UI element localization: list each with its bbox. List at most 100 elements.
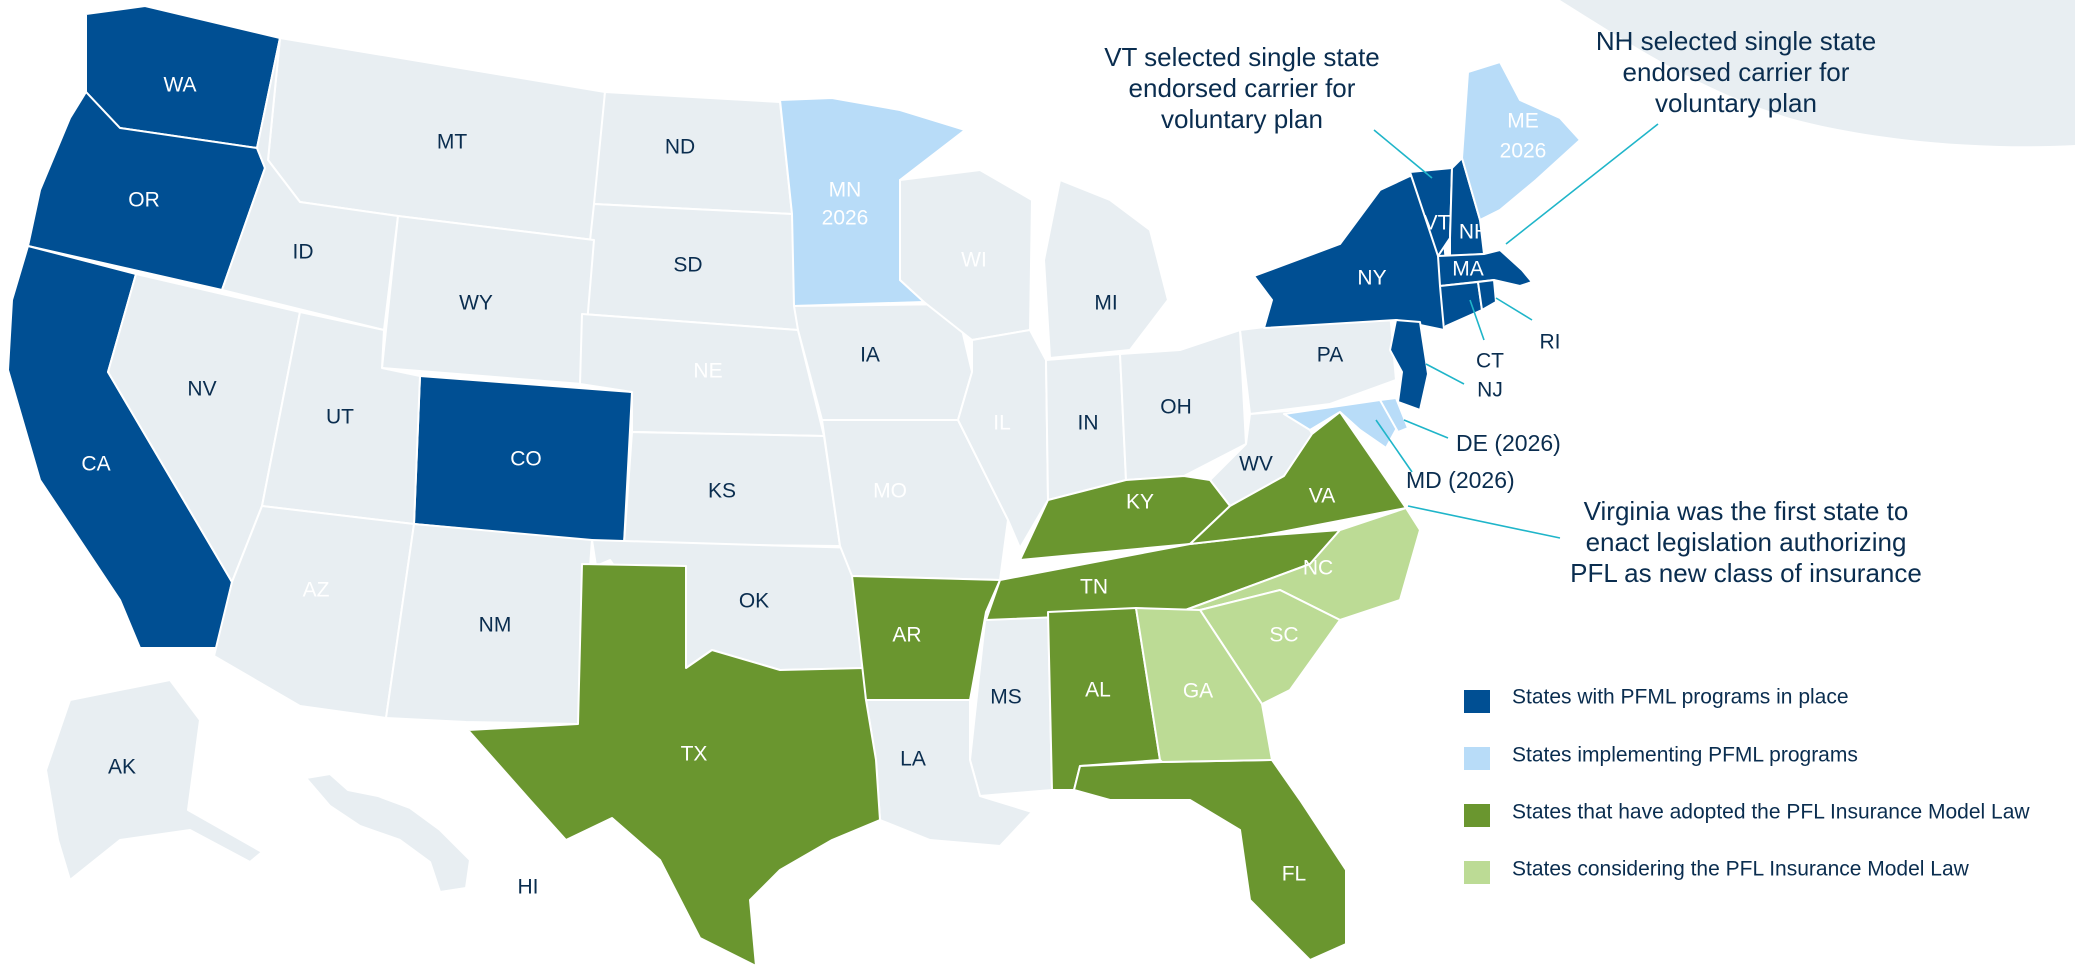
va-callout-line-2: enact legislation authorizing <box>1586 527 1907 557</box>
state-de[interactable] <box>1379 397 1409 433</box>
label-ia: IA <box>860 344 880 367</box>
label-il: IL <box>993 412 1011 435</box>
label-fl: FL <box>1282 863 1307 886</box>
vt-callout-line-2: endorsed carrier for <box>1129 73 1356 103</box>
label-nc: NC <box>1303 557 1333 580</box>
legend-label-pfml-in-place: States with PFML programs in place <box>1512 686 1849 709</box>
background-shape <box>1560 0 2075 147</box>
label-nd: ND <box>665 136 695 159</box>
label-ct: CT <box>1476 350 1504 373</box>
label-wy: WY <box>459 292 493 315</box>
label-ny: NY <box>1357 267 1386 290</box>
state-ga[interactable] <box>1135 607 1273 763</box>
label-vt: VT <box>1424 212 1451 235</box>
label-hi: HI <box>518 876 539 899</box>
label-or: OR <box>128 189 160 212</box>
label-me: ME <box>1507 110 1539 133</box>
label-ok: OK <box>739 590 769 613</box>
label-ca: CA <box>81 453 110 476</box>
vt-callout-line-1: VT selected single state <box>1104 42 1380 72</box>
nh-callout-line-1: NH selected single state <box>1596 26 1876 56</box>
label-wa: WA <box>163 74 196 97</box>
label-ky: KY <box>1126 491 1154 514</box>
label-nh: NH <box>1459 221 1489 244</box>
label-de: DE (2026) <box>1456 430 1561 456</box>
state-ak[interactable] <box>45 679 263 881</box>
label-tx: TX <box>681 743 708 766</box>
label-la: LA <box>900 748 926 771</box>
vt-leader-line <box>1373 129 1433 179</box>
label-wv: WV <box>1239 453 1273 476</box>
label-in: IN <box>1078 412 1099 435</box>
label-tn: TN <box>1080 576 1108 599</box>
label-sc: SC <box>1269 624 1298 647</box>
state-nm[interactable] <box>385 523 593 725</box>
va-leader-line <box>1407 505 1561 539</box>
label-oh: OH <box>1160 396 1192 419</box>
label-pa: PA <box>1317 344 1343 367</box>
va-callout: Virginia was the first state to enact le… <box>1570 496 1922 588</box>
label-md: MD (2026) <box>1406 467 1515 493</box>
label-mn: MN <box>829 179 862 202</box>
nh-leader-line <box>1505 123 1659 245</box>
legend-swatch-considering <box>1464 861 1490 884</box>
label-ks: KS <box>708 480 736 503</box>
label-nv: NV <box>187 378 216 401</box>
label-ms: MS <box>990 686 1022 709</box>
legend-swatch-implementing <box>1464 747 1490 770</box>
legend-swatch-adopted <box>1464 804 1490 827</box>
label-wi: WI <box>961 249 987 272</box>
label-me-year: 2026 <box>1500 140 1547 163</box>
label-ar: AR <box>892 624 921 647</box>
state-me[interactable] <box>1461 61 1581 221</box>
label-az: AZ <box>303 579 330 602</box>
state-mi[interactable] <box>1043 179 1169 359</box>
state-il[interactable] <box>957 329 1049 549</box>
state-nj[interactable] <box>1389 319 1429 411</box>
state-ia[interactable] <box>793 303 973 421</box>
label-mo: MO <box>873 480 907 503</box>
legend-swatch-pfml-in-place <box>1464 690 1490 713</box>
label-ga: GA <box>1183 680 1213 703</box>
state-hi[interactable] <box>305 773 471 893</box>
nh-callout-line-3: voluntary plan <box>1655 88 1817 118</box>
nh-callout-line-2: endorsed carrier for <box>1623 57 1850 87</box>
label-mi: MI <box>1094 292 1117 315</box>
label-va: VA <box>1309 485 1335 508</box>
state-ar[interactable] <box>851 575 1001 701</box>
state-ri[interactable] <box>1477 279 1497 311</box>
md-leader-line <box>1375 419 1413 473</box>
label-ri: RI <box>1540 331 1561 354</box>
label-ma: MA <box>1452 258 1484 281</box>
legend-label-adopted: States that have adopted the PFL Insuran… <box>1512 801 2030 824</box>
state-ny[interactable] <box>1253 175 1447 331</box>
state-fl[interactable] <box>1073 759 1347 961</box>
legend-label-considering: States considering the PFL Insurance Mod… <box>1512 858 1970 881</box>
label-sd: SD <box>673 254 702 277</box>
state-ky[interactable] <box>1019 475 1231 561</box>
label-id: ID <box>293 241 314 264</box>
label-al: AL <box>1085 679 1111 702</box>
label-ak: AK <box>108 756 136 779</box>
state-ct[interactable] <box>1439 281 1483 331</box>
legend: States with PFML programs in place State… <box>1464 686 2030 884</box>
va-callout-line-3: PFL as new class of insurance <box>1570 558 1922 588</box>
ri-leader-line <box>1495 297 1533 321</box>
state-tx[interactable] <box>467 563 881 966</box>
label-mt: MT <box>437 131 467 154</box>
label-nm: NM <box>479 614 512 637</box>
label-ne: NE <box>693 360 722 383</box>
label-mn-year: 2026 <box>822 207 869 230</box>
legend-label-implementing: States implementing PFML programs <box>1512 744 1858 767</box>
va-callout-line-1: Virginia was the first state to <box>1584 496 1909 526</box>
label-co: CO <box>510 448 542 471</box>
label-nj: NJ <box>1477 379 1503 402</box>
nj-leader-line <box>1425 363 1465 385</box>
vt-callout: VT selected single state endorsed carrie… <box>1104 42 1380 134</box>
de-leader-line <box>1403 419 1449 439</box>
label-ut: UT <box>326 406 354 429</box>
vt-callout-line-3: voluntary plan <box>1161 104 1323 134</box>
ct-leader-line <box>1469 299 1485 341</box>
nh-callout: NH selected single state endorsed carrie… <box>1596 26 1876 118</box>
